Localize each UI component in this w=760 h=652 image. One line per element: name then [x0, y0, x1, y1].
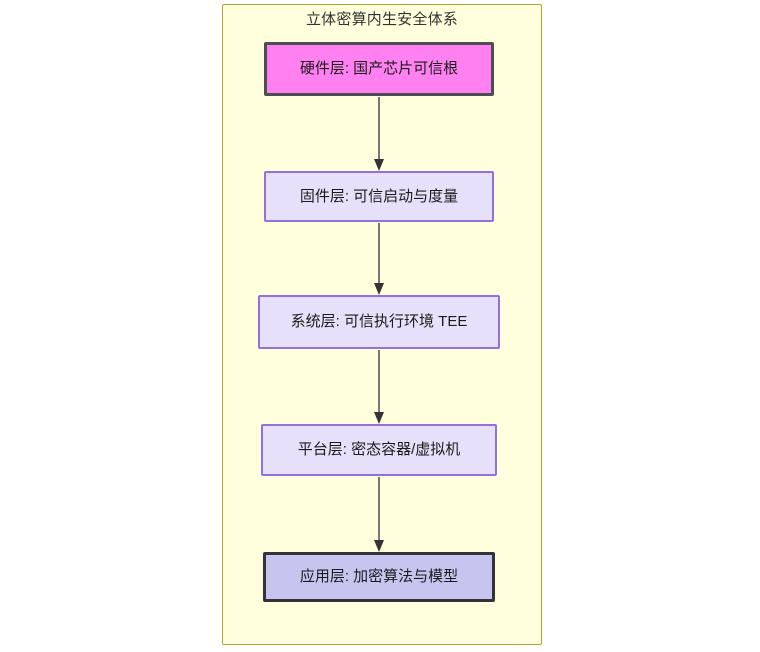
node-system-layer-label: 系统层: 可信执行环境 TEE: [290, 313, 468, 330]
node-firmware-layer[interactable]: 固件层: 可信启动与度量: [264, 171, 494, 222]
node-hardware-layer[interactable]: 硬件层: 国产芯片可信根: [264, 42, 494, 96]
node-application-layer[interactable]: 应用层: 加密算法与模型: [263, 552, 495, 602]
node-platform-layer-label: 平台层: 密态容器/虚拟机: [297, 441, 461, 458]
node-hardware-layer-label: 硬件层: 国产芯片可信根: [299, 60, 459, 77]
node-system-layer[interactable]: 系统层: 可信执行环境 TEE: [258, 295, 500, 349]
node-firmware-layer-label: 固件层: 可信启动与度量: [299, 187, 459, 205]
node-application-layer-label: 应用层: 加密算法与模型: [299, 568, 459, 585]
subgraph-title: 立体密算内生安全体系: [305, 11, 458, 28]
node-platform-layer[interactable]: 平台层: 密态容器/虚拟机: [261, 424, 497, 476]
